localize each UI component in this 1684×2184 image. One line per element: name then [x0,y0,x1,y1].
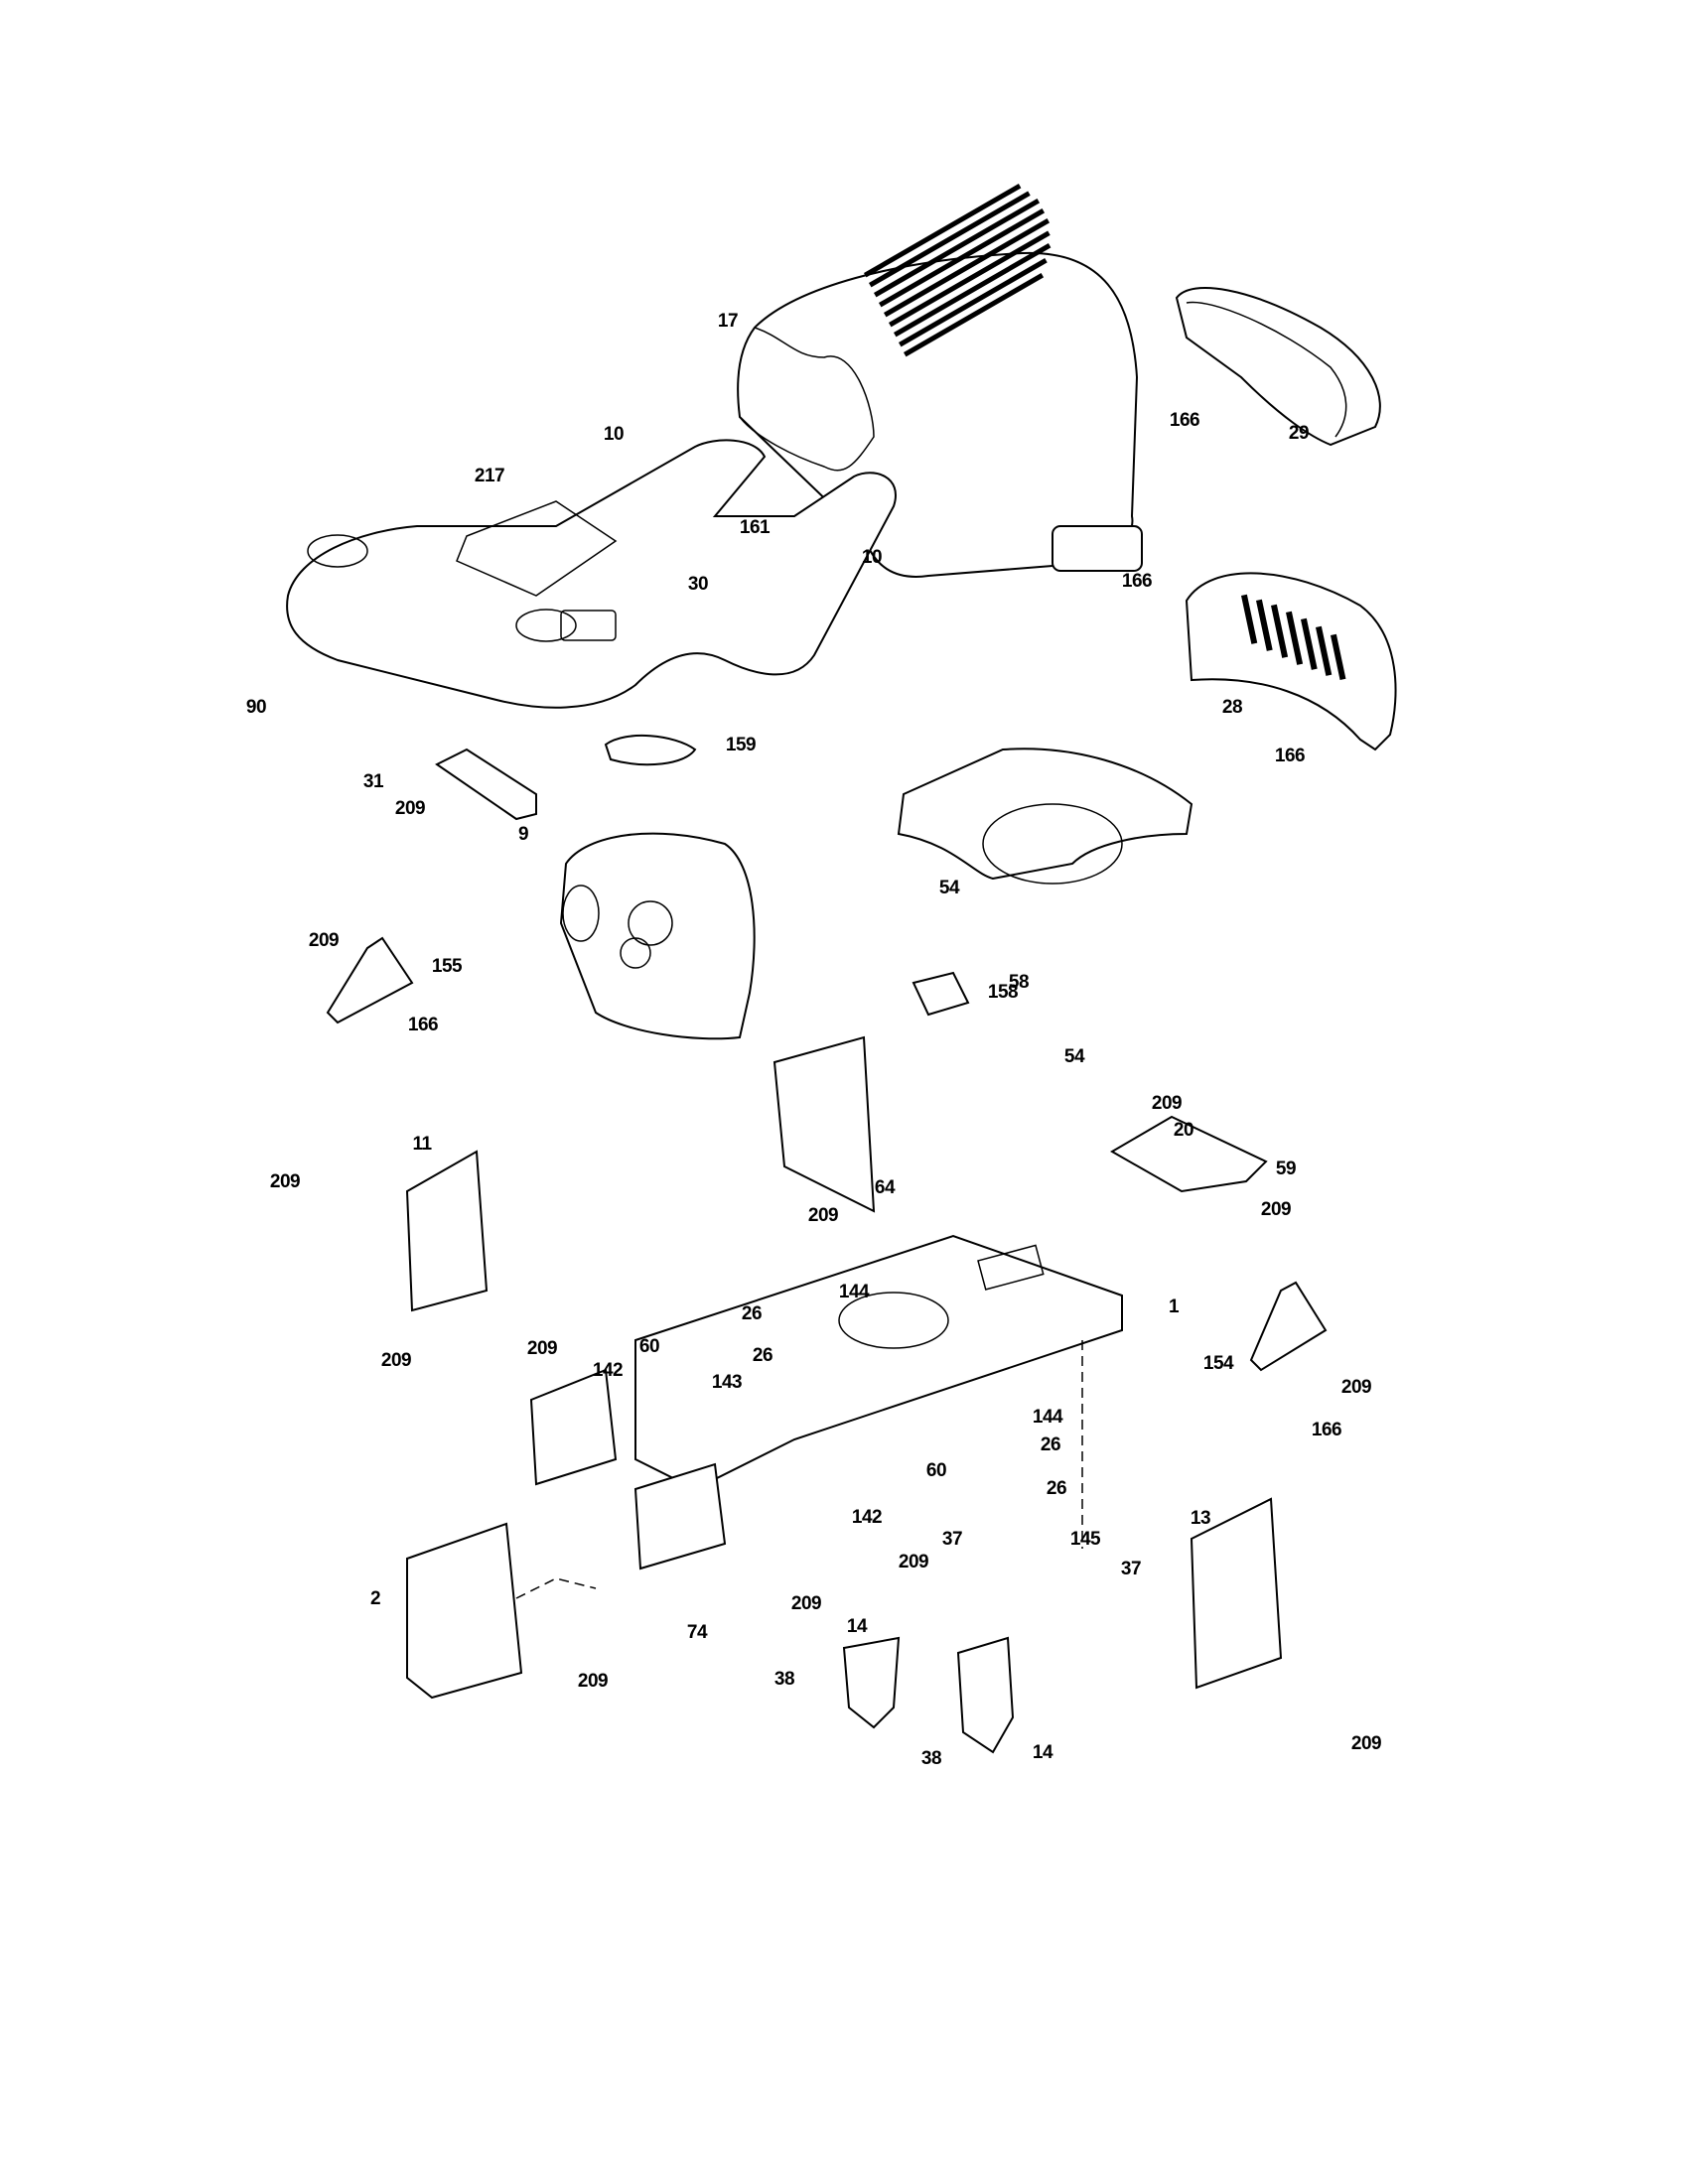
callout-26: 26 [741,1303,763,1324]
callout-38: 38 [773,1669,795,1690]
callout-209: 209 [308,930,340,951]
bracket-part-155 [326,936,414,1024]
callout-26: 26 [752,1345,773,1366]
callout-20: 20 [1173,1120,1194,1141]
callout-26: 26 [1040,1434,1061,1455]
callout-209: 209 [577,1671,609,1692]
callout-166: 166 [1311,1420,1342,1440]
callout-14: 14 [846,1616,868,1637]
plate-part-20 [1110,1115,1268,1193]
callout-29: 29 [1288,423,1310,444]
callout-17: 17 [717,311,739,332]
callout-143: 143 [711,1372,743,1393]
callout-60: 60 [638,1336,660,1357]
bracket-part-38b [956,1636,1015,1754]
callout-166: 166 [1169,410,1200,431]
bracket-part-38a [842,1636,901,1729]
callout-64: 64 [874,1177,896,1198]
callout-60: 60 [925,1460,947,1481]
callout-58: 58 [1008,972,1030,993]
callout-159: 159 [725,735,757,755]
callout-161: 161 [739,517,771,538]
callout-142: 142 [851,1507,883,1528]
callout-38: 38 [920,1748,942,1769]
assembly-line [515,1577,597,1599]
callout-144: 144 [838,1282,870,1302]
panel-part-11 [405,1150,489,1312]
callout-154: 154 [1202,1353,1234,1374]
bracket-part-154 [1249,1281,1328,1372]
callout-217: 217 [474,466,505,486]
callout-9: 9 [517,824,529,845]
callout-166: 166 [1121,571,1153,592]
callout-155: 155 [431,956,463,977]
callout-209: 209 [1350,1733,1382,1754]
bracket-part-158 [912,971,970,1017]
callout-59: 59 [1275,1159,1297,1179]
fender-part-30 [286,439,897,709]
panel-part-13 [1190,1497,1283,1690]
callout-166: 166 [1274,746,1306,766]
callout-13: 13 [1190,1508,1211,1529]
plate-part-142b [633,1462,727,1570]
callout-209: 209 [394,798,426,819]
callout-1: 1 [1168,1297,1180,1317]
callout-145: 145 [1069,1529,1101,1550]
panel-part-2 [406,1522,523,1700]
callout-209: 209 [1260,1199,1292,1220]
callout-209: 209 [526,1338,558,1359]
callout-144: 144 [1032,1407,1063,1428]
callout-209: 209 [269,1171,301,1192]
callout-10: 10 [861,547,883,568]
bracket-part-31 [435,748,537,821]
frame-part-1 [634,1234,1123,1491]
callout-209: 209 [898,1552,929,1572]
callout-54: 54 [1063,1046,1085,1067]
callout-37: 37 [941,1529,963,1550]
callout-158: 158 [987,982,1019,1003]
callout-142: 142 [592,1360,624,1381]
seat-pan-part-58 [897,748,1193,885]
dash-console-part-9 [559,832,756,1040]
callout-209: 209 [1340,1377,1372,1398]
callout-14: 14 [1032,1742,1053,1763]
callout-209: 209 [807,1205,839,1226]
callout-209: 209 [380,1350,412,1371]
callout-30: 30 [687,574,709,595]
callout-209: 209 [1151,1093,1183,1114]
grille-part-28 [1185,572,1397,751]
callout-209: 209 [790,1593,822,1614]
cup-part-159 [604,735,697,766]
callout-11: 11 [412,1134,432,1155]
callout-2: 2 [369,1588,381,1609]
callout-74: 74 [686,1622,708,1643]
callout-31: 31 [362,771,384,792]
callout-90: 90 [245,697,267,718]
callout-54: 54 [938,878,960,898]
plate-part-142 [529,1368,618,1486]
callout-26: 26 [1046,1478,1067,1499]
callout-10: 10 [603,424,625,445]
grille-part-29 [1175,287,1381,447]
callout-166: 166 [407,1015,439,1035]
callout-28: 28 [1221,697,1243,718]
bracket-part-64 [772,1035,876,1213]
callout-37: 37 [1120,1559,1142,1579]
